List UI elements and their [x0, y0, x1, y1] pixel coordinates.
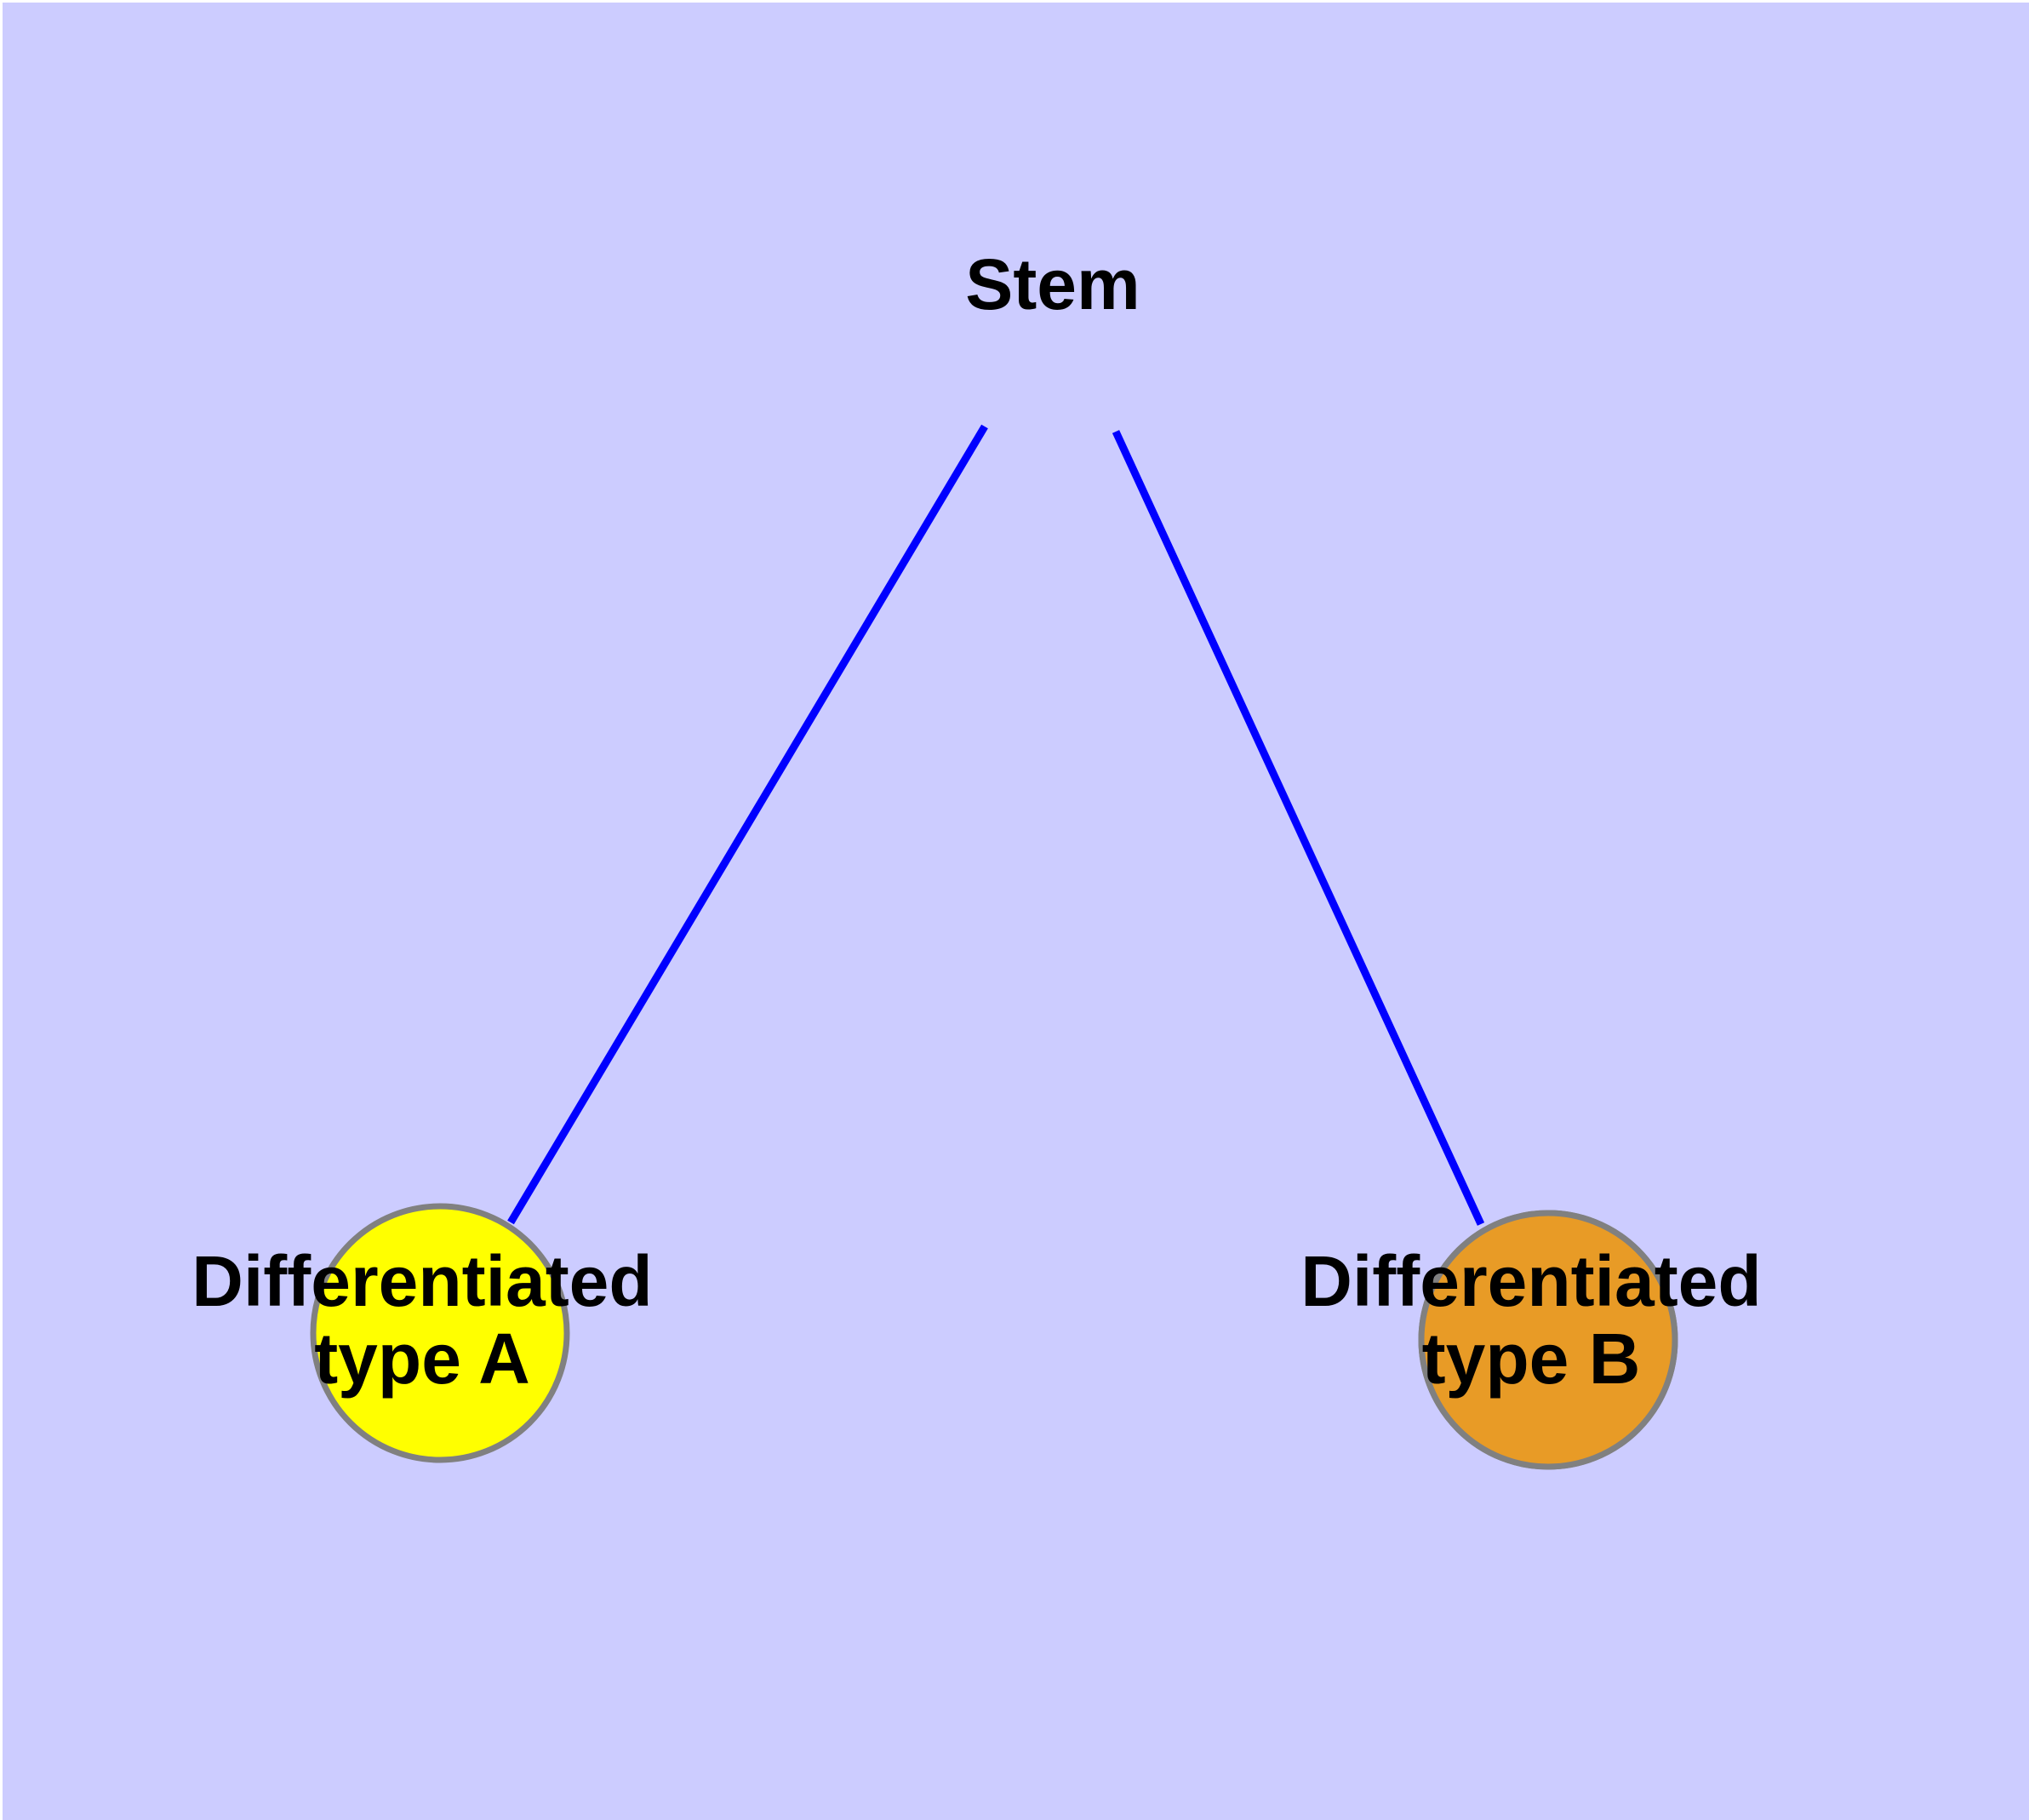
- edge-stem-to-differentiated-b: [1112, 430, 1485, 1226]
- node-layer: [310, 1203, 1678, 1470]
- node-differentiated-type-b[interactable]: [1418, 1210, 1678, 1470]
- node-stem[interactable]: [310, 1203, 570, 1463]
- plot-background: [3, 3, 2029, 1820]
- edge-layer: [507, 424, 1485, 1226]
- edge-stem-to-differentiated-a: [507, 424, 988, 1225]
